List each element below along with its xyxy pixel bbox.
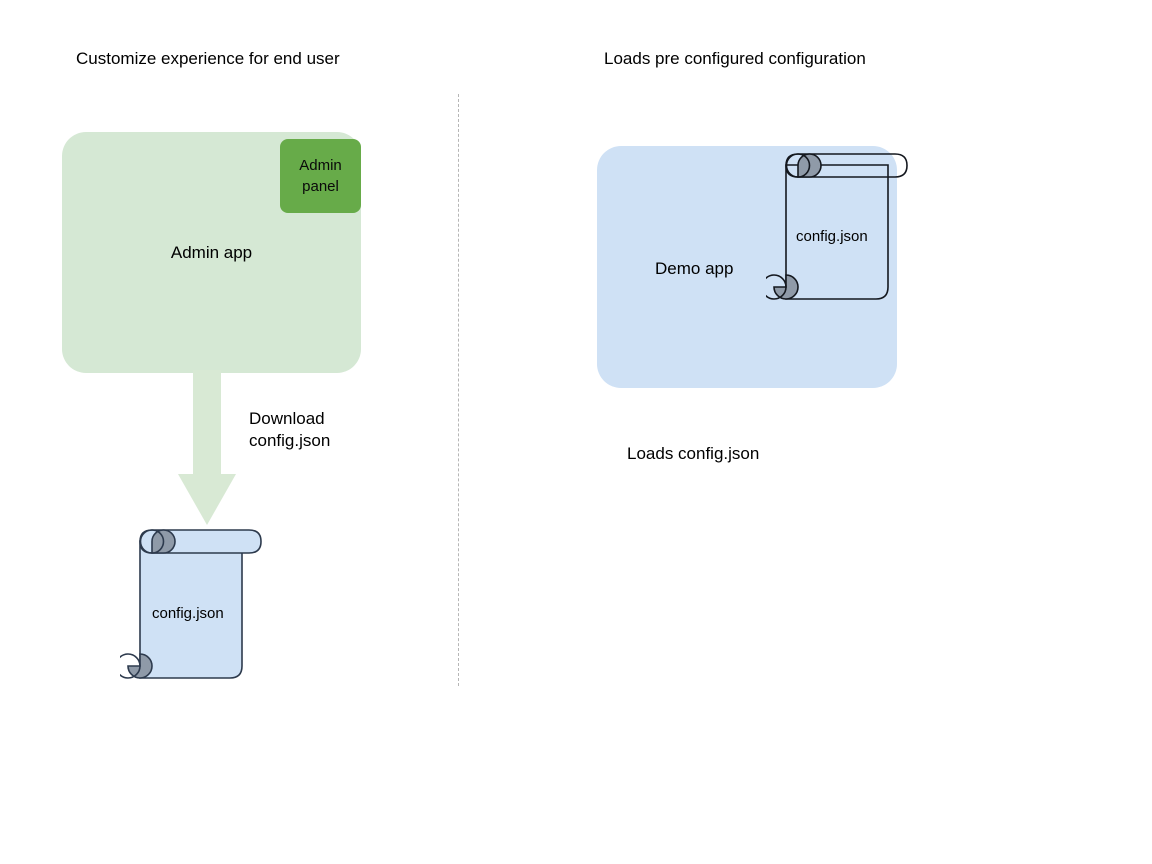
demo-app-box[interactable] bbox=[597, 146, 897, 388]
download-arrow-icon bbox=[178, 370, 236, 525]
config-json-label-left: config.json bbox=[152, 605, 224, 622]
download-arrow-label: Download config.json bbox=[249, 409, 331, 450]
demo-app-label: Demo app bbox=[655, 259, 734, 278]
config-json-label-right: config.json bbox=[796, 228, 868, 245]
admin-panel-box[interactable]: Admin panel bbox=[280, 139, 361, 213]
config-json-document-left[interactable] bbox=[120, 527, 268, 690]
admin-panel-label: Admin panel bbox=[299, 157, 342, 195]
right-panel-title: Loads pre configured configuration bbox=[604, 49, 866, 68]
loads-config-caption: Loads config.json bbox=[627, 444, 760, 463]
admin-app-label: Admin app bbox=[170, 243, 253, 262]
vertical-dashed-divider bbox=[458, 94, 459, 686]
left-panel-title: Customize experience for end user bbox=[76, 49, 340, 68]
config-json-document-right[interactable] bbox=[766, 151, 914, 310]
